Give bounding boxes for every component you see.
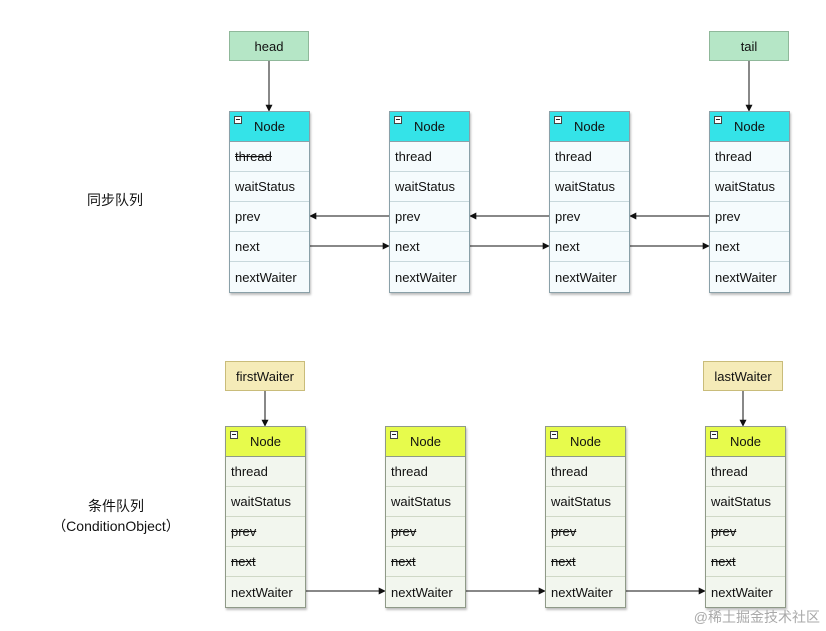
node-field-thread: thread xyxy=(710,142,789,172)
sync-queue-label: 同步队列 xyxy=(87,192,143,208)
node-header: Node xyxy=(226,427,305,457)
node-header: Node xyxy=(706,427,785,457)
node-header: Node xyxy=(710,112,789,142)
collapse-icon[interactable] xyxy=(714,116,722,124)
node-field-thread: thread xyxy=(546,457,625,487)
node-header: Node xyxy=(230,112,309,142)
head-pointer[interactable]: head xyxy=(229,31,309,61)
collapse-icon[interactable] xyxy=(234,116,242,124)
last-waiter-pointer-label: lastWaiter xyxy=(714,368,772,384)
collapse-icon[interactable] xyxy=(394,116,402,124)
node-field-next: next xyxy=(550,232,629,262)
collapse-icon[interactable] xyxy=(550,431,558,439)
node-field-prev: prev xyxy=(706,517,785,547)
condition-queue-label: 条件队列 （ConditionObject） xyxy=(36,496,196,536)
node-title: Node xyxy=(253,119,286,134)
condition-queue-label-line2: （ConditionObject） xyxy=(52,518,180,534)
watermark: @稀土掘金技术社区 xyxy=(693,609,820,625)
condition-queue-label-line1: 条件队列 xyxy=(88,498,144,514)
node-field-prev: prev xyxy=(550,202,629,232)
collapse-icon[interactable] xyxy=(710,431,718,439)
node-field-thread: thread xyxy=(386,457,465,487)
first-waiter-pointer[interactable]: firstWaiter xyxy=(225,361,305,391)
node-title: Node xyxy=(733,119,766,134)
node-field-waitStatus: waitStatus xyxy=(386,487,465,517)
node-field-waitStatus: waitStatus xyxy=(710,172,789,202)
node-field-nextWaiter: nextWaiter xyxy=(711,584,773,600)
node-field-next: next xyxy=(546,547,625,577)
node-field-prev: prev xyxy=(386,517,465,547)
node-field-nextWaiter: nextWaiter xyxy=(551,584,613,600)
node-field-waitStatus: waitStatus xyxy=(706,487,785,517)
node-field-nextWaiter: nextWaiter xyxy=(235,269,297,285)
node-field-thread: thread xyxy=(390,142,469,172)
node-field-next: next xyxy=(710,232,789,262)
node-header: Node xyxy=(550,112,629,142)
node-field-waitStatus: waitStatus xyxy=(390,172,469,202)
node-header: Node xyxy=(386,427,465,457)
node-title: Node xyxy=(729,434,762,449)
collapse-icon[interactable] xyxy=(230,431,238,439)
node-field-prev: prev xyxy=(390,202,469,232)
node-field-nextWaiter: nextWaiter xyxy=(715,269,777,285)
node-field-prev: prev xyxy=(226,517,305,547)
first-waiter-pointer-label: firstWaiter xyxy=(235,368,295,384)
node-title: Node xyxy=(413,119,446,134)
node-field-waitStatus: waitStatus xyxy=(550,172,629,202)
node-field-prev: prev xyxy=(710,202,789,232)
node-field-waitStatus: waitStatus xyxy=(226,487,305,517)
node-header: Node xyxy=(546,427,625,457)
last-waiter-pointer[interactable]: lastWaiter xyxy=(703,361,783,391)
node-field-nextWaiter: nextWaiter xyxy=(391,584,453,600)
node-field-thread: thread xyxy=(226,457,305,487)
node-field-nextWaiter: nextWaiter xyxy=(231,584,293,600)
node-field-waitStatus: waitStatus xyxy=(546,487,625,517)
node-field-nextWaiter: nextWaiter xyxy=(395,269,457,285)
node-title: Node xyxy=(569,434,602,449)
node-field-nextWaiter: nextWaiter xyxy=(555,269,617,285)
node-field-next: next xyxy=(386,547,465,577)
tail-pointer[interactable]: tail xyxy=(709,31,789,61)
node-field-next: next xyxy=(706,547,785,577)
node-field-next: next xyxy=(230,232,309,262)
node-field-thread: thread xyxy=(706,457,785,487)
tail-pointer-label: tail xyxy=(740,38,758,54)
node-header: Node xyxy=(390,112,469,142)
node-field-next: next xyxy=(390,232,469,262)
node-field-next: next xyxy=(226,547,305,577)
node-field-thread: thread xyxy=(230,142,309,172)
node-field-thread: thread xyxy=(550,142,629,172)
node-field-waitStatus: waitStatus xyxy=(230,172,309,202)
node-field-prev: prev xyxy=(546,517,625,547)
node-title: Node xyxy=(573,119,606,134)
node-title: Node xyxy=(249,434,282,449)
node-title: Node xyxy=(409,434,442,449)
collapse-icon[interactable] xyxy=(554,116,562,124)
node-field-prev: prev xyxy=(230,202,309,232)
collapse-icon[interactable] xyxy=(390,431,398,439)
head-pointer-label: head xyxy=(254,38,284,54)
